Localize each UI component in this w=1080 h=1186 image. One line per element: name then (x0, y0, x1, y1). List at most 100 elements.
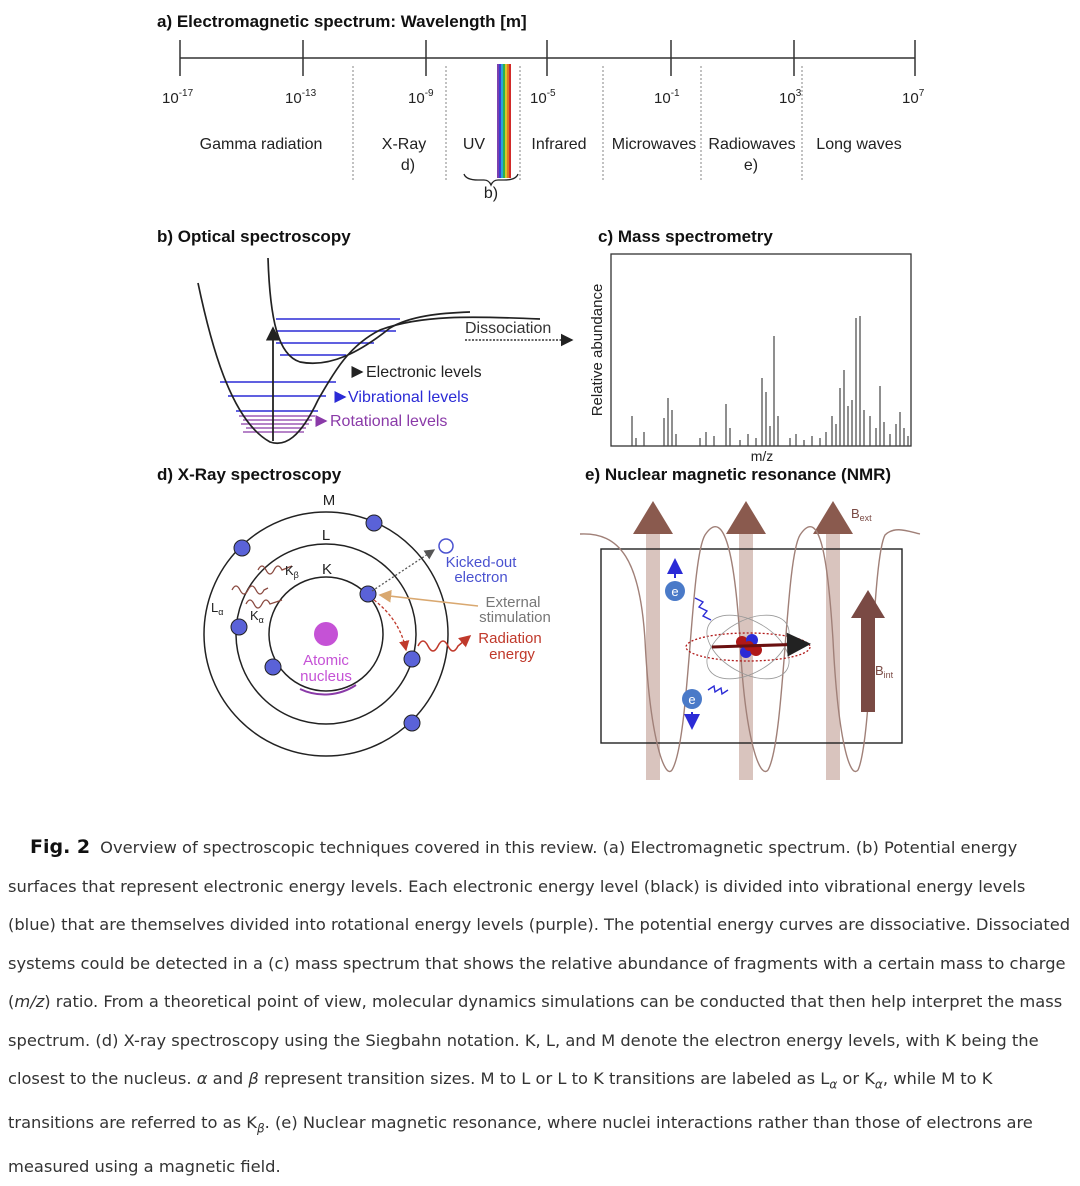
electron-symbol: e (688, 692, 695, 707)
k-beta-label: Kβ (285, 563, 299, 580)
electrons (230, 514, 421, 732)
tick-label: 10-1 (654, 88, 680, 107)
region-uv: UV (463, 136, 486, 153)
kicked-out-electron (438, 538, 454, 554)
shell-k-label: K (322, 561, 332, 578)
region-gamma: Gamma radiation (200, 136, 323, 153)
radiation-label-line1: Radiation (478, 630, 541, 647)
excited-state-curve (267, 257, 471, 365)
region-xray-ref: d) (401, 157, 415, 174)
external-label-line2: stimulation (479, 609, 551, 626)
kick-arrow (371, 549, 436, 592)
tick-label: 107 (902, 88, 925, 107)
electron (264, 658, 282, 676)
k-alpha-transition (373, 599, 410, 652)
caption-text: Overview of spectroscopic techniques cov… (8, 838, 1071, 1011)
rotational-levels (239, 415, 315, 433)
region-infrared: Infrared (531, 136, 586, 153)
panel-e-nmr: e) Nuclear magnetic resonance (NMR) Bext… (579, 465, 921, 780)
optical-brace-label: b) (484, 185, 498, 202)
tick-label: 10-17 (162, 88, 194, 107)
shell-m-label: M (323, 492, 336, 509)
caption-label: Fig. 2 (30, 836, 91, 858)
figure-2: a) Electromagnetic spectrum: Wavelength … (157, 12, 925, 780)
dissociation-label: Dissociation (465, 320, 551, 337)
mass-peaks (631, 316, 909, 446)
optical-brace (463, 173, 519, 187)
rotational-levels-label: Rotational levels (330, 413, 447, 430)
shell-k-highlight (299, 684, 357, 696)
caption-sub-alpha: α (829, 1077, 838, 1092)
visible-light-band (497, 64, 511, 178)
mass-spec-frame (610, 253, 912, 447)
panel-d-title: d) X-Ray spectroscopy (157, 465, 342, 484)
caption-text: ) ratio. From a theoretical point of vie… (8, 992, 1063, 1088)
caption-mz: m/z (14, 992, 45, 1011)
bint-label: Bint (875, 663, 894, 680)
nmr-electron-top: e (665, 558, 685, 601)
tick-label: 10-13 (285, 88, 317, 107)
panel-a-title: a) Electromagnetic spectrum: Wavelength … (157, 12, 527, 31)
spinning-nucleus (685, 614, 811, 680)
vibrational-levels-upper (276, 318, 400, 356)
mass-spec-ylabel: Relative abundance (589, 284, 606, 417)
l-alpha-label: Lα (211, 600, 223, 617)
region-microwaves: Microwaves (612, 136, 696, 153)
tick-label: 10-9 (408, 88, 434, 107)
nmr-zigzag-top (694, 597, 712, 621)
tick-labels: 10-17 10-13 10-9 10-5 10-1 103 107 (162, 88, 925, 107)
nmr-electron-bottom: e (682, 689, 702, 730)
ground-state-curve (197, 282, 541, 444)
region-dividers (352, 66, 803, 180)
atomic-nucleus (314, 622, 338, 646)
nucleus-label-line2: nucleus (300, 668, 352, 685)
electron (230, 618, 248, 636)
electron-symbol: e (671, 584, 678, 599)
kicked-out-label-line2: electron (454, 569, 507, 586)
region-labels: Gamma radiation X-Ray d) UV Infrared Mic… (200, 136, 902, 174)
electron (403, 650, 421, 668)
panel-b-title: b) Optical spectroscopy (157, 227, 351, 246)
caption-text: or K (837, 1069, 875, 1088)
region-radiowaves-ref: e) (744, 157, 758, 174)
region-xray: X-Ray (382, 136, 426, 153)
panel-a-spectrum: a) Electromagnetic spectrum: Wavelength … (157, 12, 925, 202)
nucleus-label-line1: Atomic (303, 652, 349, 669)
external-label-line1: External (485, 594, 540, 611)
region-radiowaves: Radiowaves (708, 136, 795, 153)
panel-e-title: e) Nuclear magnetic resonance (NMR) (585, 465, 891, 484)
kicked-out-label-line1: Kicked-out (446, 554, 518, 571)
mass-spec-xlabel: m/z (751, 448, 774, 464)
tick-label: 10-5 (530, 88, 556, 107)
internal-field-arrow (851, 590, 885, 712)
bext-label: Bext (851, 506, 872, 523)
caption-alpha: α (196, 1069, 208, 1088)
field-lines (579, 526, 921, 773)
caption-text: , while M to K transitions are referred … (8, 1069, 993, 1132)
nmr-zigzag-bottom (707, 684, 729, 696)
electronic-levels-label: Electronic levels (366, 364, 482, 381)
shell-l-label: L (322, 527, 330, 544)
shell-m (203, 511, 449, 757)
vibrational-levels-lower (220, 381, 336, 412)
vibrational-levels-label: Vibrational levels (348, 389, 469, 406)
caption-sub-alpha: α (874, 1077, 883, 1092)
panel-c-title: c) Mass spectrometry (598, 227, 773, 246)
radiation-label-line2: energy (489, 646, 535, 663)
panel-b-optical: b) Optical spectroscopy Dissociation Ele… (157, 227, 574, 444)
shell-k (268, 576, 384, 692)
panel-c-mass-spec: c) Mass spectrometry Relative abundance … (589, 227, 912, 464)
tick-label: 103 (779, 88, 802, 107)
caption-text: represent transition sizes. M to L or L … (258, 1069, 830, 1088)
spectrum-ticks (179, 40, 916, 76)
caption-sub-beta: β (256, 1121, 265, 1135)
electron (365, 514, 383, 532)
region-longwaves: Long waves (816, 136, 901, 153)
radiation-wave (417, 635, 472, 652)
external-stimulation-arrow (378, 589, 479, 607)
panel-d-xray: d) X-Ray spectroscopy M L K Atomic nucle… (157, 465, 551, 757)
electron (233, 539, 251, 557)
electron (359, 585, 377, 603)
electron (403, 714, 421, 732)
